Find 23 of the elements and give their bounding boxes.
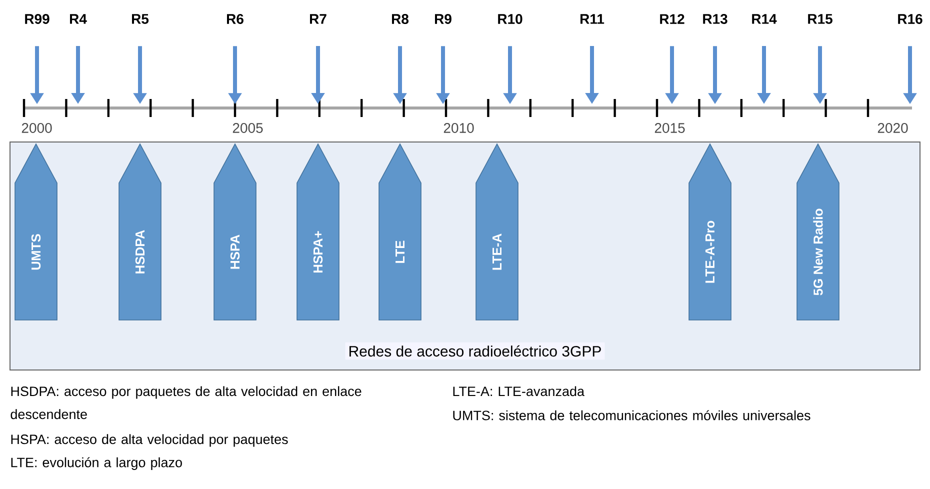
abbreviation-note: HSDPA: acceso por paquetes de alta velocidad en enlace descendente xyxy=(10,386,362,420)
release-label: R9 xyxy=(435,14,452,24)
release-label: R16 xyxy=(898,14,922,24)
release-label: R8 xyxy=(392,14,409,24)
release-label: R13 xyxy=(703,14,728,24)
release-label: R4 xyxy=(70,14,87,24)
abbreviation-note: LTE: evolución a largo plazo xyxy=(11,457,182,470)
abbreviation-note: HSPA: acceso de alta velocidad por paquetes xyxy=(11,434,288,447)
abbreviation-note: LTE-A: LTE-avanzada xyxy=(453,386,584,396)
release-label: R15 xyxy=(808,14,832,24)
release-label: R14 xyxy=(752,14,777,24)
release-label: R5 xyxy=(132,14,149,24)
release-label: R7 xyxy=(310,14,326,24)
year-label: 2020 xyxy=(878,123,908,133)
year-label: 2010 xyxy=(444,123,474,133)
release-label: R6 xyxy=(227,14,244,24)
release-label: R10 xyxy=(498,14,522,24)
release-label: R12 xyxy=(660,14,684,24)
year-label: 2015 xyxy=(654,123,685,133)
release-label: R99 xyxy=(25,14,50,24)
release-label: R11 xyxy=(580,14,604,24)
abbreviation-note: UMTS: sistema de telecomunicaciones móviles universales xyxy=(453,410,810,420)
year-label: 2005 xyxy=(232,123,263,133)
